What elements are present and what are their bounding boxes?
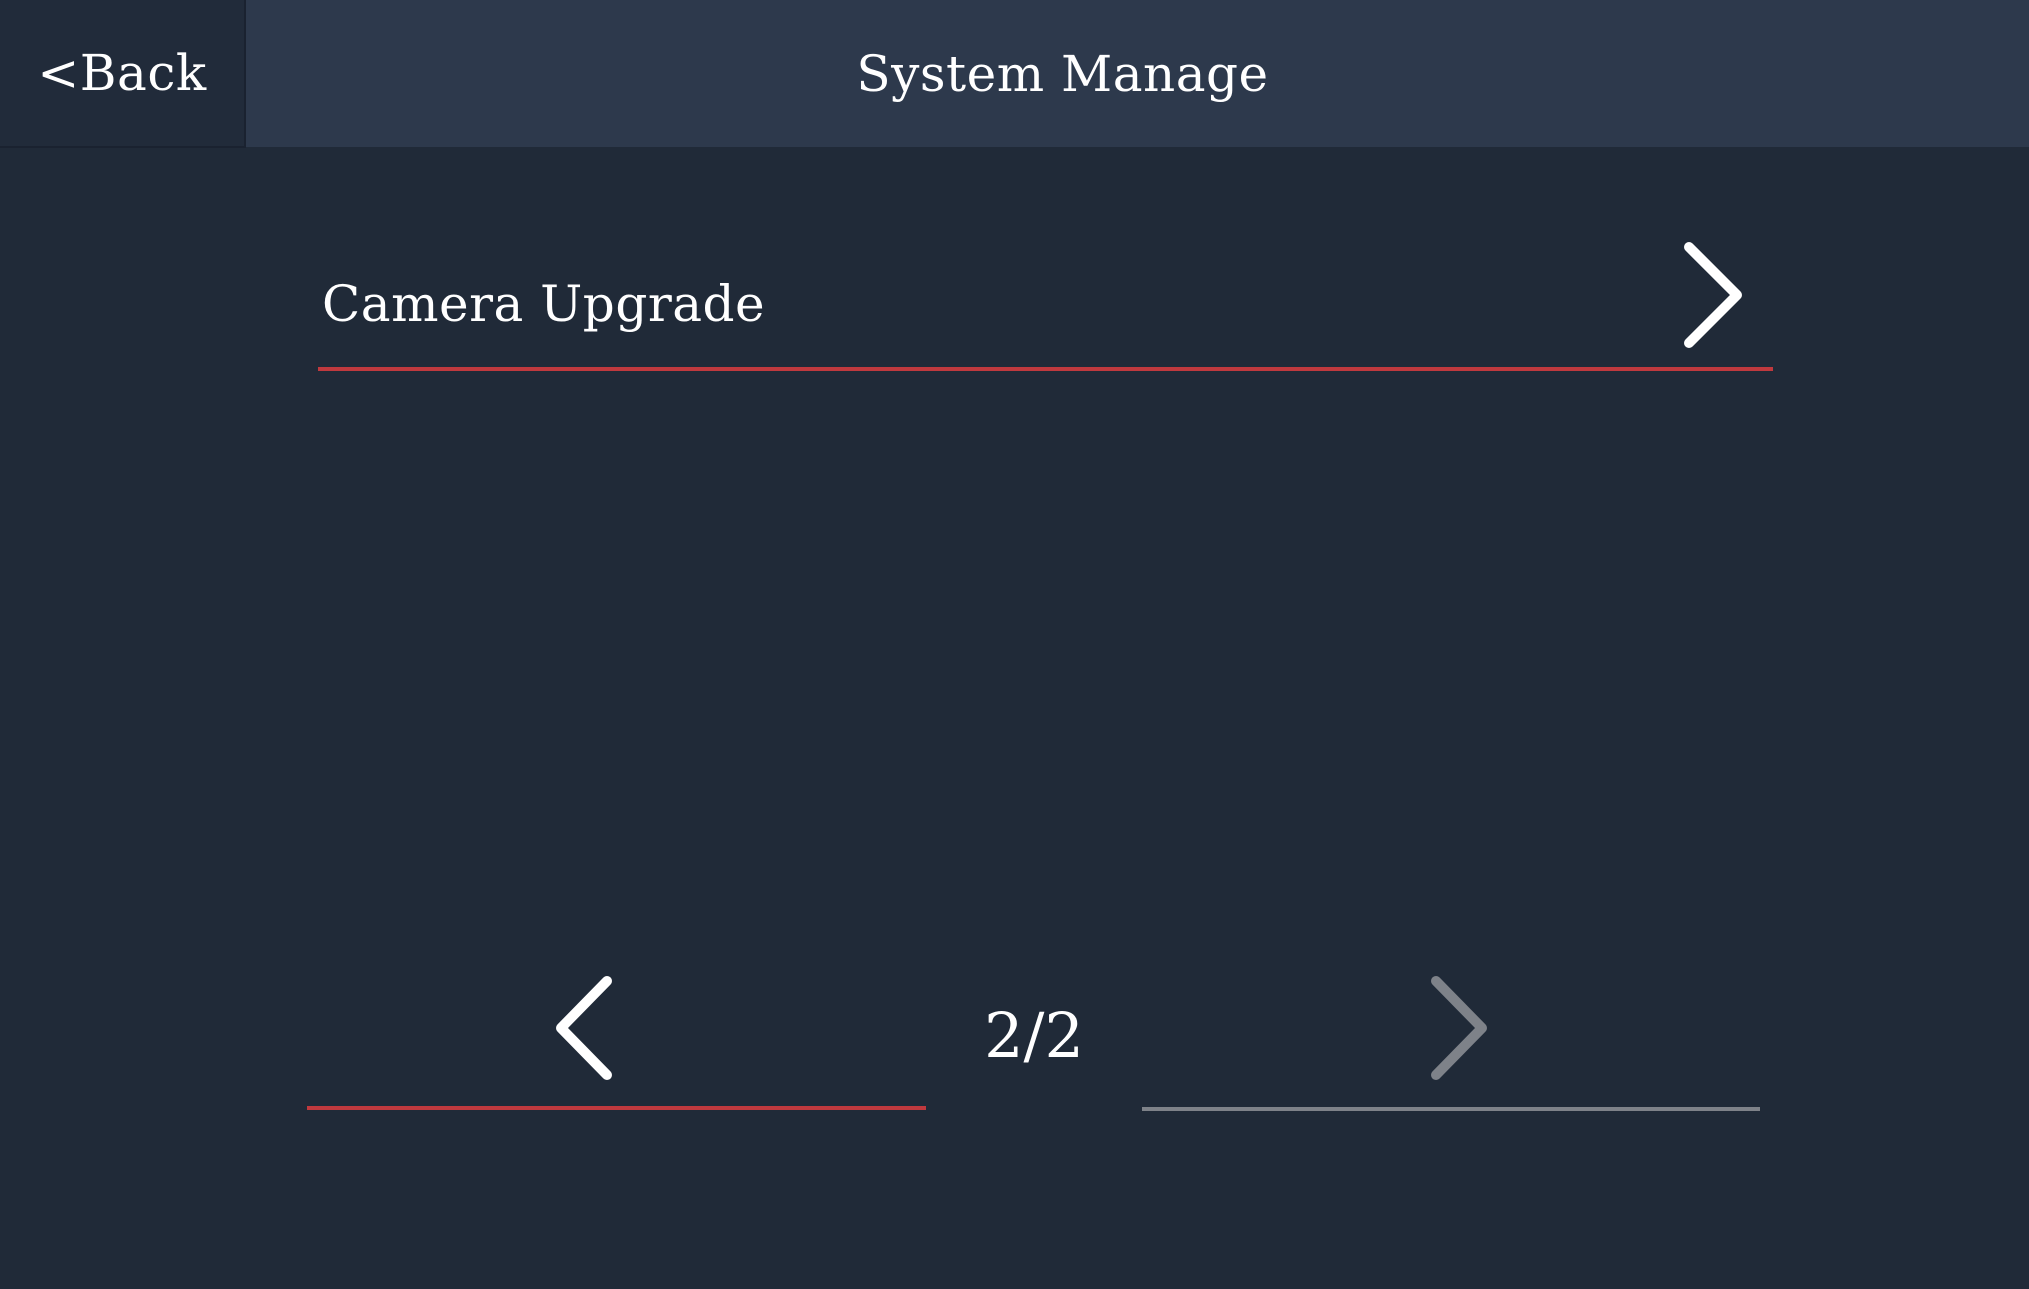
- chevron-right-icon: [1667, 233, 1747, 353]
- chevron-left-icon: [549, 975, 629, 1085]
- previous-page-underline: [307, 1106, 926, 1110]
- page-indicator: 2/2: [984, 998, 1084, 1072]
- back-button[interactable]: <Back: [0, 0, 246, 148]
- next-page-button[interactable]: [1142, 960, 1760, 1111]
- header-bar: <Back System Manage: [0, 0, 2029, 148]
- page-title: System Manage: [856, 44, 1269, 103]
- list-item-camera-upgrade[interactable]: Camera Upgrade: [318, 225, 1773, 371]
- chevron-right-icon: [1424, 975, 1504, 1085]
- next-page-underline: [1142, 1107, 1760, 1111]
- list-item-label: Camera Upgrade: [322, 275, 766, 333]
- previous-page-button[interactable]: [307, 960, 926, 1110]
- list-item-underline: [318, 367, 1773, 371]
